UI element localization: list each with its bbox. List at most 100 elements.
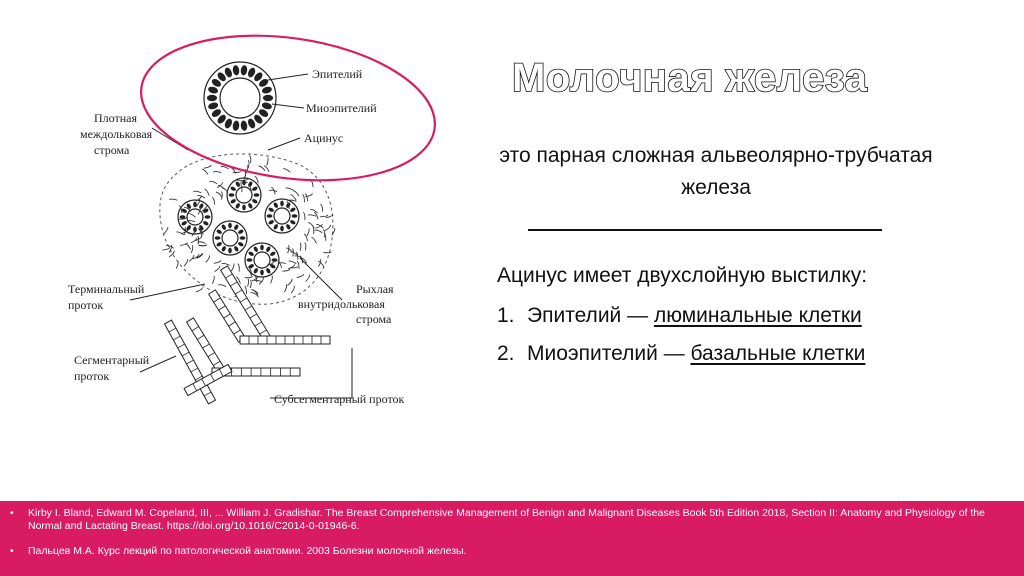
page-title: Молочная железа bbox=[511, 55, 868, 101]
stroma-fibre bbox=[270, 275, 273, 284]
duct-segment bbox=[249, 313, 257, 319]
stroma-fibre bbox=[314, 229, 323, 234]
duct-segment bbox=[239, 297, 248, 303]
stroma-fibre bbox=[184, 206, 192, 212]
duct-segment bbox=[168, 327, 177, 333]
stroma-fibre bbox=[247, 159, 250, 169]
stroma-fibre bbox=[310, 208, 318, 214]
stroma-fibre bbox=[304, 193, 309, 202]
stroma-fibre bbox=[249, 154, 252, 164]
cell-nucleus bbox=[235, 203, 240, 209]
leader-line bbox=[267, 137, 301, 151]
stroma-fibre bbox=[324, 224, 332, 231]
stroma-fibre bbox=[247, 266, 253, 274]
duct-segment bbox=[218, 305, 226, 311]
cell-nucleus bbox=[260, 269, 264, 276]
cell-nucleus bbox=[179, 215, 186, 219]
cell-nucleus bbox=[214, 236, 221, 240]
cell-nucleus bbox=[246, 258, 253, 262]
stroma-fibre bbox=[312, 225, 315, 235]
stroma-fibre bbox=[221, 187, 229, 193]
stroma-fibre bbox=[277, 262, 287, 264]
subsegmental-duct bbox=[239, 335, 331, 345]
duct-segment bbox=[233, 329, 241, 335]
stroma-fibre bbox=[232, 170, 242, 173]
stroma-fibre bbox=[258, 165, 266, 171]
stroma-fibre bbox=[311, 236, 317, 244]
stroma-fibre bbox=[306, 228, 310, 237]
acinus-highlight-oval bbox=[140, 34, 436, 182]
layer-cell-type: базальные клетки bbox=[690, 342, 866, 365]
duct-segment bbox=[197, 334, 205, 340]
stroma-fibre bbox=[320, 203, 324, 212]
divider-line bbox=[528, 229, 882, 231]
leader-line bbox=[139, 355, 177, 373]
stroma-fibre bbox=[220, 166, 229, 170]
cell-nucleus bbox=[240, 120, 248, 131]
cell-nucleus bbox=[217, 114, 226, 124]
cell-nucleus bbox=[216, 229, 222, 234]
cell-nucleus bbox=[248, 264, 254, 269]
stroma-fibre bbox=[292, 248, 294, 257]
cell-nucleus bbox=[270, 251, 276, 256]
cell-nucleus bbox=[230, 186, 236, 191]
segmental-duct bbox=[183, 363, 233, 397]
cell-nucleus bbox=[261, 86, 272, 94]
cell-nucleus bbox=[253, 246, 258, 252]
stroma-fibre bbox=[317, 260, 325, 268]
stroma-fibre bbox=[197, 241, 206, 244]
layer-number: 2. bbox=[497, 342, 515, 365]
layer-number: 1. bbox=[497, 304, 515, 327]
cell-nucleus bbox=[240, 65, 248, 76]
label-terminal-duct-line1: Терминальный bbox=[68, 282, 145, 296]
stroma-fibre bbox=[263, 165, 270, 172]
cell-nucleus bbox=[268, 207, 274, 212]
stroma-fibre bbox=[176, 231, 185, 236]
label-myoepithelium: Миоэпителий bbox=[306, 101, 377, 115]
stroma-fibre bbox=[320, 214, 329, 218]
stroma-fibre bbox=[235, 276, 241, 284]
stroma-fibre bbox=[183, 259, 189, 267]
stroma-fibre bbox=[198, 227, 204, 235]
cell-nucleus bbox=[181, 221, 187, 226]
stroma-fibre bbox=[286, 201, 290, 210]
stroma-fibre bbox=[266, 157, 269, 166]
duct-wall bbox=[183, 363, 233, 397]
cell-nucleus bbox=[193, 201, 197, 208]
stroma-fibre bbox=[293, 190, 300, 197]
duct-segment bbox=[210, 373, 215, 382]
layer-dash: — bbox=[657, 342, 691, 365]
acinus-lumen bbox=[273, 207, 291, 225]
stroma-fibre bbox=[168, 244, 172, 253]
stroma-fibre bbox=[175, 260, 179, 269]
cell-nucleus bbox=[206, 94, 218, 102]
leader-line bbox=[129, 283, 206, 301]
cell-nucleus bbox=[186, 203, 191, 209]
cell-nucleus bbox=[221, 224, 226, 230]
stroma-fibre bbox=[271, 186, 276, 195]
cell-nucleus bbox=[254, 114, 263, 124]
acinus-lumen bbox=[235, 186, 253, 204]
stroma-fibre bbox=[221, 191, 223, 200]
stroma-fibre bbox=[190, 244, 194, 254]
cell-nucleus bbox=[234, 224, 239, 230]
cell-nucleus bbox=[221, 246, 226, 252]
cell-nucleus bbox=[252, 186, 258, 191]
stroma-fibre bbox=[185, 243, 191, 250]
cell-nucleus bbox=[224, 67, 233, 78]
stroma-fibre bbox=[188, 213, 196, 218]
cell-nucleus bbox=[266, 214, 273, 218]
stroma-fibre bbox=[244, 285, 247, 294]
segmental-duct bbox=[211, 367, 301, 377]
stroma-fibre bbox=[284, 284, 288, 293]
cell-nucleus bbox=[273, 202, 278, 208]
stroma-fibre bbox=[254, 280, 263, 283]
acinus-lumen bbox=[221, 229, 239, 247]
stroma-fibre bbox=[254, 175, 259, 184]
acinus-lumen bbox=[253, 251, 271, 269]
stroma-fibre bbox=[323, 232, 327, 241]
acinus-small bbox=[226, 177, 262, 213]
stroma-fibre bbox=[215, 191, 223, 198]
stroma-fibre bbox=[216, 182, 224, 189]
cell-nucleus bbox=[253, 268, 258, 274]
